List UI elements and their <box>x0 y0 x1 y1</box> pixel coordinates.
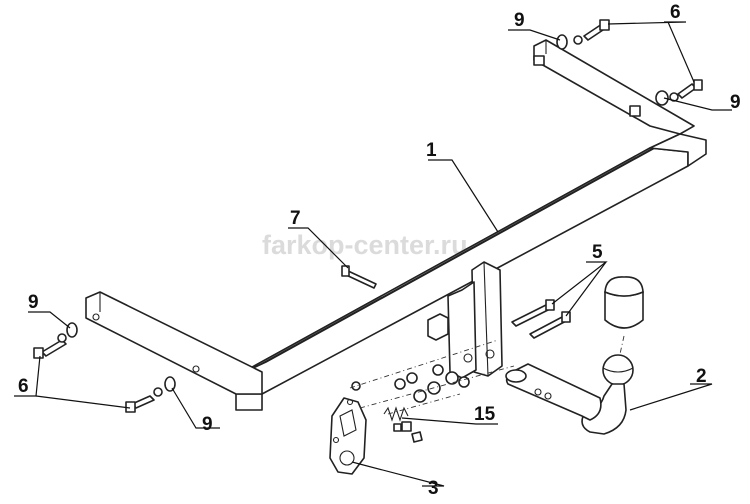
label-spring-washer: 15 <box>474 404 496 425</box>
label-tow-ball: 2 <box>696 366 707 387</box>
fasteners <box>33 19 703 443</box>
label-bolt-left: 6 <box>18 376 29 397</box>
socket-plate <box>329 397 367 475</box>
label-washer-top-left: 9 <box>514 10 525 31</box>
watermark-text: farkop-center.ru <box>262 230 468 260</box>
label-bolt-top: 6 <box>670 2 681 23</box>
part-labels: 1 2 3 5 6 6 7 9 9 9 9 15 <box>18 2 741 499</box>
label-main-beam: 1 <box>426 140 437 161</box>
ball-bolts <box>511 299 571 339</box>
label-washer-left-bottom: 9 <box>202 414 213 435</box>
main-beam <box>85 39 707 411</box>
label-bolt-center: 7 <box>290 208 301 229</box>
leader-lines <box>14 21 732 487</box>
label-washer-top-right: 9 <box>730 92 741 113</box>
label-socket-plate: 3 <box>428 478 439 499</box>
label-ball-bolts: 5 <box>592 242 603 263</box>
tow-ball <box>505 276 644 435</box>
label-washer-left-top: 9 <box>28 292 39 313</box>
